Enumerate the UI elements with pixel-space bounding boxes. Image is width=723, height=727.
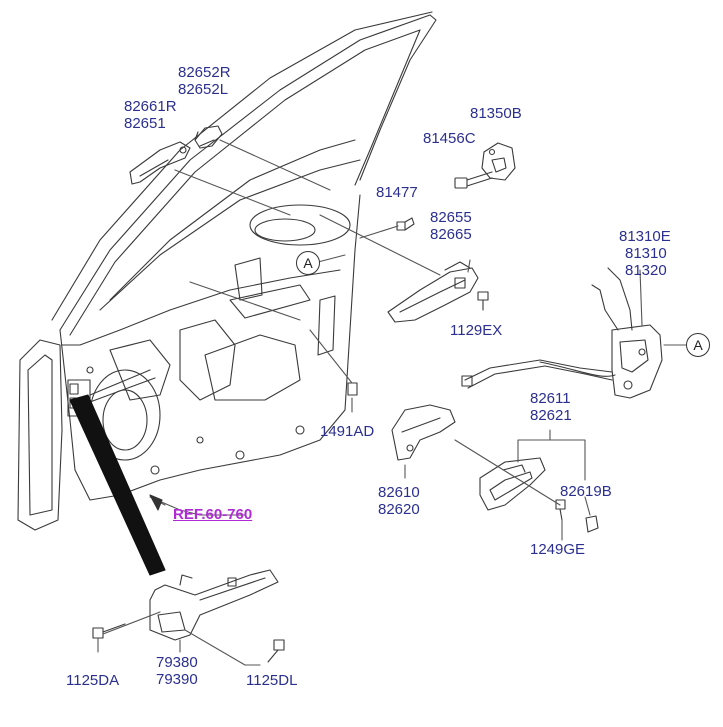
part-number: 81310E [619, 228, 671, 245]
inside-handle [392, 405, 455, 460]
door-frame [18, 12, 436, 530]
clip-1491ad [190, 282, 357, 395]
label-bolt-81477: 81477 [376, 184, 418, 201]
part-number: 82652L [178, 81, 229, 98]
part-number: 82652R [178, 64, 231, 81]
bolt-81477 [360, 218, 414, 238]
part-number: 82665 [430, 226, 472, 243]
striker-bolt [455, 172, 492, 188]
label-bolt-1129ex: 1129EX [450, 322, 502, 339]
label-outside-handle: 82661R 82651 [124, 98, 177, 132]
part-number: 1249GE [530, 541, 586, 558]
part-number: 82620 [378, 501, 420, 518]
label-striker: 81350B [470, 105, 522, 122]
door-checker [150, 570, 278, 640]
part-number: 79390 [156, 671, 198, 688]
part-number: 81310 [625, 245, 667, 262]
outside-handle-cover [195, 126, 222, 148]
part-number: 82619B [560, 483, 612, 500]
part-number: 82651 [124, 115, 166, 132]
inside-handle-bezel [480, 458, 545, 510]
screw-1249ge [455, 440, 565, 520]
part-number: 1491AD [320, 423, 375, 440]
label-clip-1491ad: 1491AD [320, 423, 374, 440]
outside-handle [130, 142, 190, 184]
cover-82619b [586, 516, 598, 532]
label-inside-handle-bezel: 82611 82621 [530, 390, 572, 424]
part-number: 1129EX [450, 322, 503, 339]
part-number: 1125DL [246, 672, 298, 689]
label-outside-handle-cover: 82652R 82652L [178, 64, 231, 98]
reference-link[interactable]: REF.60-760 [173, 506, 253, 523]
label-inside-handle: 82610 82620 [378, 484, 420, 518]
callout-a-door: A [296, 251, 320, 275]
bolt-1125dl [268, 640, 284, 662]
part-number: 82610 [378, 484, 420, 501]
label-bolt-1125dl: 1125DL [246, 672, 297, 689]
part-number: 1125DA [66, 672, 120, 689]
label-cover-82619b: 82619B [560, 483, 612, 500]
label-door-latch: 81310E 81310 81320 [619, 228, 671, 279]
label-screw-1249ge: 1249GE [530, 541, 585, 558]
bolt-1129ex [478, 292, 488, 310]
label-outside-handle-frame: 82655 82665 [430, 209, 472, 243]
door-latch [592, 268, 662, 398]
part-number: 82621 [530, 407, 572, 424]
part-number: 81320 [625, 262, 667, 279]
striker [482, 143, 515, 180]
outside-handle-frame [320, 215, 478, 322]
label-bolt-1125da: 1125DA [66, 672, 119, 689]
part-number: 81456C [423, 130, 476, 147]
part-number: 79380 [156, 654, 198, 671]
part-number: 81477 [376, 184, 418, 201]
part-number: 82661R [124, 98, 177, 115]
label-door-checker: 79380 79390 [156, 654, 198, 688]
label-striker-bolt: 81456C [423, 130, 476, 147]
callout-a-latch: A [686, 333, 710, 357]
part-number: 82655 [430, 209, 472, 226]
latch-cables [462, 360, 615, 388]
part-number: 82611 [530, 390, 571, 407]
harness-strap [70, 395, 165, 575]
part-number: 81350B [470, 105, 522, 122]
